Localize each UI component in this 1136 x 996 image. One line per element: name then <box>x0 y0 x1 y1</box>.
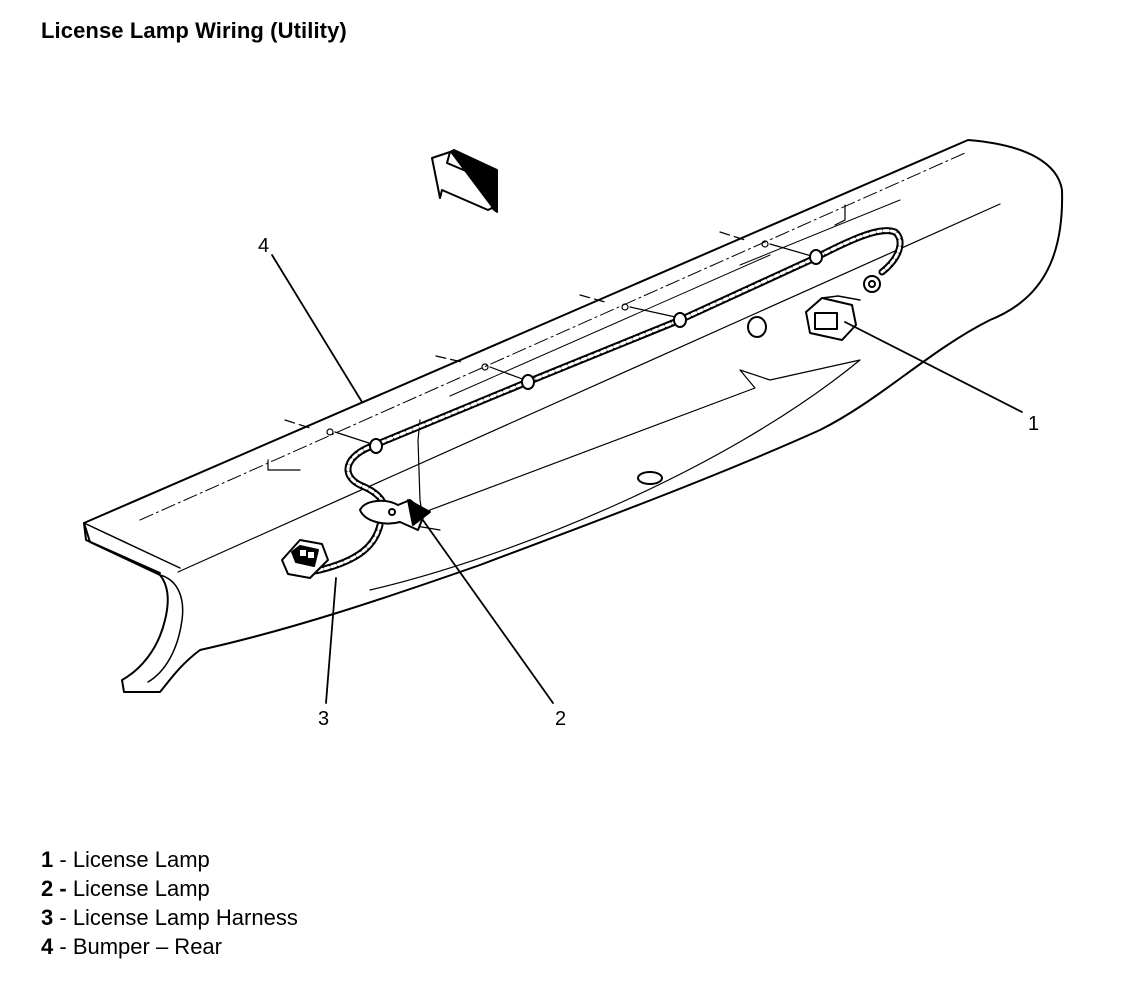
legend-separator: - <box>53 876 73 901</box>
rear-bumper <box>83 139 1064 693</box>
harness-connector <box>281 539 329 579</box>
callout-4: 4 <box>258 235 269 257</box>
legend-separator: - <box>53 934 73 959</box>
legend-item: 4 - Bumper – Rear <box>41 932 298 961</box>
legend-item: 3 - License Lamp Harness <box>41 903 298 932</box>
legend-separator: - <box>53 905 73 930</box>
legend-item: 1 - License Lamp <box>41 845 298 874</box>
legend-text: License Lamp <box>72 847 210 872</box>
callout-1: 1 <box>1028 413 1039 435</box>
callout-2: 2 <box>555 708 566 730</box>
legend-number: 3 <box>41 905 54 930</box>
legend-item: 2 - License Lamp <box>41 874 298 903</box>
fasteners <box>284 231 816 446</box>
legend: 1 - License Lamp 2 - License Lamp 3 - Li… <box>41 845 298 961</box>
legend-number: 4 <box>41 934 54 959</box>
direction-arrow <box>431 149 498 213</box>
legend-number: 2 <box>41 876 54 901</box>
callout-3: 3 <box>318 708 329 730</box>
legend-text: License Lamp Harness <box>72 905 298 930</box>
leader-lines <box>271 254 1023 704</box>
license-lamp-1 <box>805 275 881 341</box>
legend-text: License Lamp <box>72 876 210 901</box>
diagram-title: License Lamp Wiring (Utility) <box>41 18 347 43</box>
legend-text: Bumper – Rear <box>72 934 222 959</box>
legend-separator: - <box>53 847 73 872</box>
legend-number: 1 <box>41 847 54 872</box>
